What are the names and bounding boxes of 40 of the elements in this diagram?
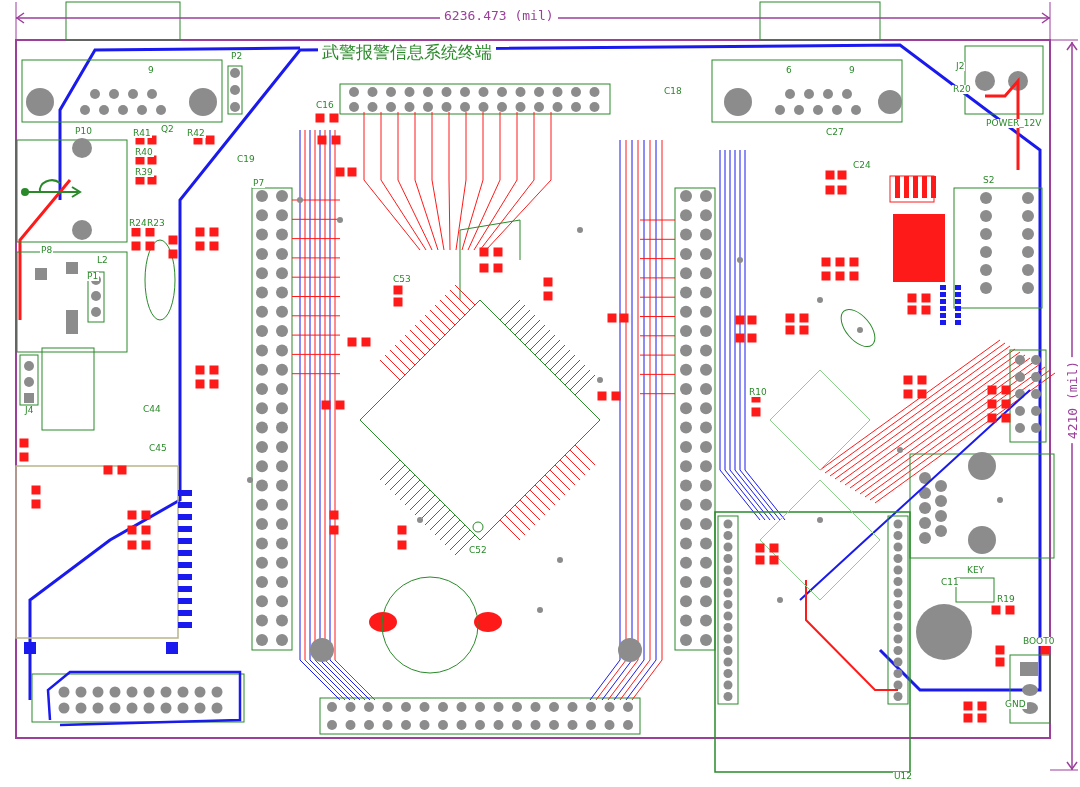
component-designator: 9 [147,66,155,75]
component-designator: C53 [392,275,412,284]
component-designator: KEY [966,566,986,575]
component-designator: P8 [40,246,54,255]
component-designator: J4 [24,406,35,415]
component-designator: 6 [785,66,793,75]
component-designator: R23 [146,219,166,228]
component-designator: R20 [952,85,972,94]
component-designator: R10 [748,388,768,397]
component-designator: R40 [134,148,154,157]
component-designator: BOOT0 [1022,637,1056,646]
component-designator: S2 [982,176,996,185]
component-designator: P2 [230,52,244,61]
component-designator: GND [1004,700,1027,709]
dimension-label: 4210 (mil) [1065,356,1079,444]
component-designator: R24 [128,219,148,228]
component-designator: R42 [186,129,206,138]
component-designator: R19 [996,595,1016,604]
component-designator: 9 [848,66,856,75]
component-designator: P10 [74,127,93,136]
component-designator: C27 [825,128,845,137]
component-designator: R41 [132,129,152,138]
component-designator: R39 [134,168,154,177]
component-designator: C45 [148,444,168,453]
board-title: 武警报警信息系统终端 [318,44,496,61]
component-designator: C18 [663,87,683,96]
component-designator: C24 [852,161,872,170]
component-designator: C19 [236,155,256,164]
component-designator: P1 [86,272,100,281]
dimension-label: 6236.473 (mil) [440,9,558,22]
component-designator: C11 [940,578,960,587]
component-designator: J2 [955,62,966,71]
component-designator: Q2 [160,125,175,134]
component-designator: C52 [468,546,488,555]
component-designator: POWER_12V [985,119,1043,128]
component-designator: P7 [252,179,266,188]
component-designator: U12 [893,772,914,781]
component-designator: C44 [142,405,162,414]
component-designator: L2 [96,256,109,265]
component-designator: C16 [315,101,335,110]
